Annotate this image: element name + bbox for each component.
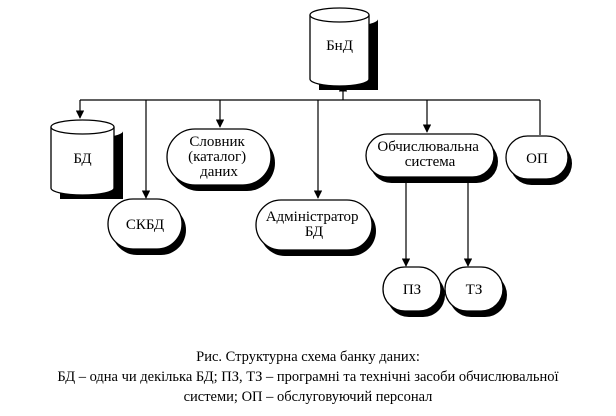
- node-pz-label: ПЗ: [403, 282, 421, 298]
- node-slovnyk: Словник (каталог) даних: [166, 128, 275, 191]
- node-obch-line1: Обчислювальна: [377, 139, 479, 155]
- node-skbd-label: СКБД: [126, 217, 164, 233]
- node-bnd-label: БнД: [326, 38, 353, 54]
- node-obch-label: Обчислювальна система: [377, 139, 482, 170]
- node-slovnyk-line2: (каталог): [188, 149, 246, 165]
- node-tz: ТЗ: [444, 266, 507, 317]
- node-slovnyk-line1: Словник: [189, 134, 245, 150]
- node-op: ОП: [505, 135, 572, 185]
- node-admin-line2: БД: [305, 224, 323, 240]
- node-op-label: ОП: [526, 151, 548, 167]
- node-bnd: БнД: [309, 7, 378, 90]
- figure-caption-line3: системи; ОП – обслуговуючий персонал: [183, 389, 433, 405]
- node-skbd: СКБД: [107, 198, 186, 255]
- node-admin-label: Адміністратор БД: [266, 209, 363, 240]
- node-obch: Обчислювальна система: [365, 133, 498, 183]
- node-admin-line1: Адміністратор: [266, 209, 359, 225]
- node-slovnyk-label: Словник (каталог) даних: [188, 134, 250, 180]
- figure-caption-line2: БД – одна чи декілька БД; ПЗ, ТЗ – прогр…: [57, 369, 559, 385]
- node-slovnyk-line3: даних: [200, 164, 238, 180]
- node-admin: Адміністратор БД: [255, 199, 376, 256]
- connectors: [75, 83, 541, 267]
- node-bd: БД: [50, 119, 123, 199]
- node-obch-line2: система: [405, 154, 456, 170]
- node-pz: ПЗ: [382, 266, 445, 317]
- figure-caption-line1: Рис. Структурна схема банку даних:: [196, 349, 420, 365]
- node-tz-label: ТЗ: [466, 282, 483, 298]
- node-bd-label: БД: [73, 151, 91, 167]
